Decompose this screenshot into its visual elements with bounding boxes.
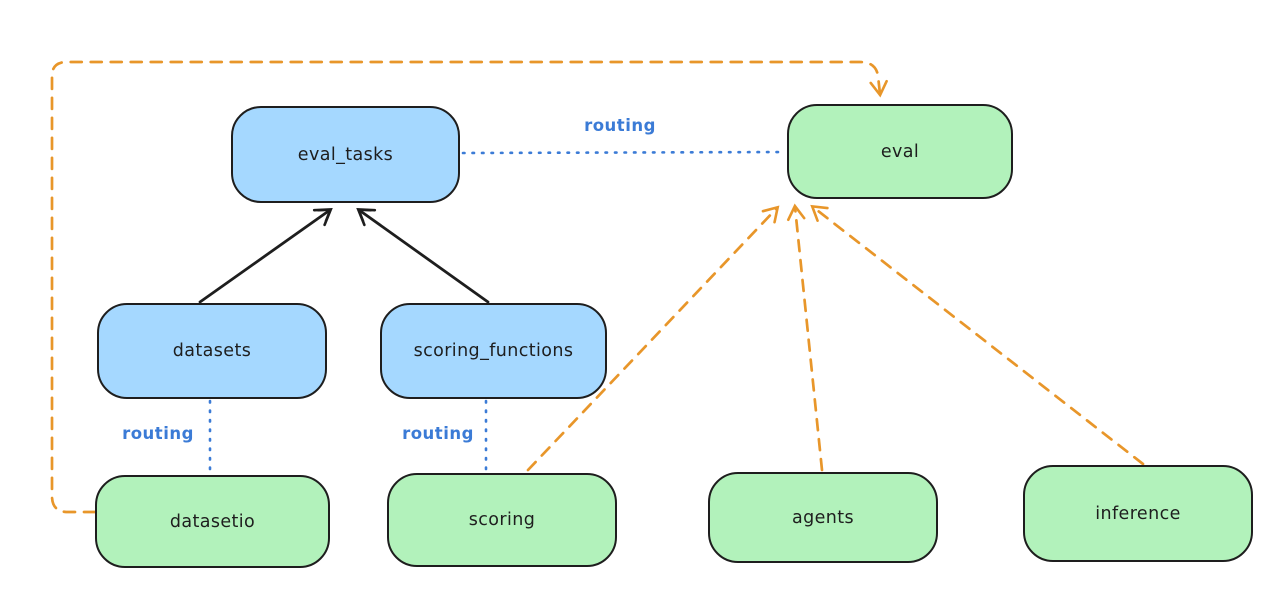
- node-agents: agents: [708, 472, 938, 563]
- edge-eval-tasks-to-eval-routing: [461, 150, 787, 155]
- node-datasets: datasets: [97, 303, 327, 399]
- node-eval-label: eval: [880, 141, 920, 162]
- node-eval-tasks-label: eval_tasks: [297, 144, 394, 165]
- edge-datasetio-to-eval: [50, 60, 888, 514]
- node-scoring: scoring: [387, 473, 617, 567]
- routing-label-eval-tasks-eval: routing: [584, 116, 656, 135]
- node-inference-label: inference: [1095, 503, 1181, 524]
- edge-datasets-to-eval-tasks: [198, 208, 333, 304]
- node-datasets-label: datasets: [172, 341, 252, 361]
- node-eval: eval: [787, 104, 1013, 199]
- node-datasetio-label: datasetio: [169, 511, 256, 532]
- node-inference: inference: [1023, 465, 1253, 562]
- node-agents-label: agents: [791, 507, 855, 528]
- node-scoring-functions: scoring_functions: [380, 303, 607, 399]
- node-datasetio: datasetio: [95, 475, 330, 568]
- routing-label-scoring-functions-scoring: routing: [402, 424, 474, 443]
- edge-scoring-to-eval: [526, 205, 780, 472]
- node-scoring-functions-label: scoring_functions: [413, 341, 574, 361]
- edge-inference-to-eval: [810, 204, 1145, 466]
- edge-agents-to-eval: [786, 203, 824, 472]
- node-scoring-label: scoring: [468, 510, 536, 530]
- routing-label-datasets-datasetio: routing: [122, 424, 194, 443]
- edge-scoring-functions-to-eval-tasks: [356, 208, 490, 304]
- node-eval-tasks: eval_tasks: [231, 106, 460, 203]
